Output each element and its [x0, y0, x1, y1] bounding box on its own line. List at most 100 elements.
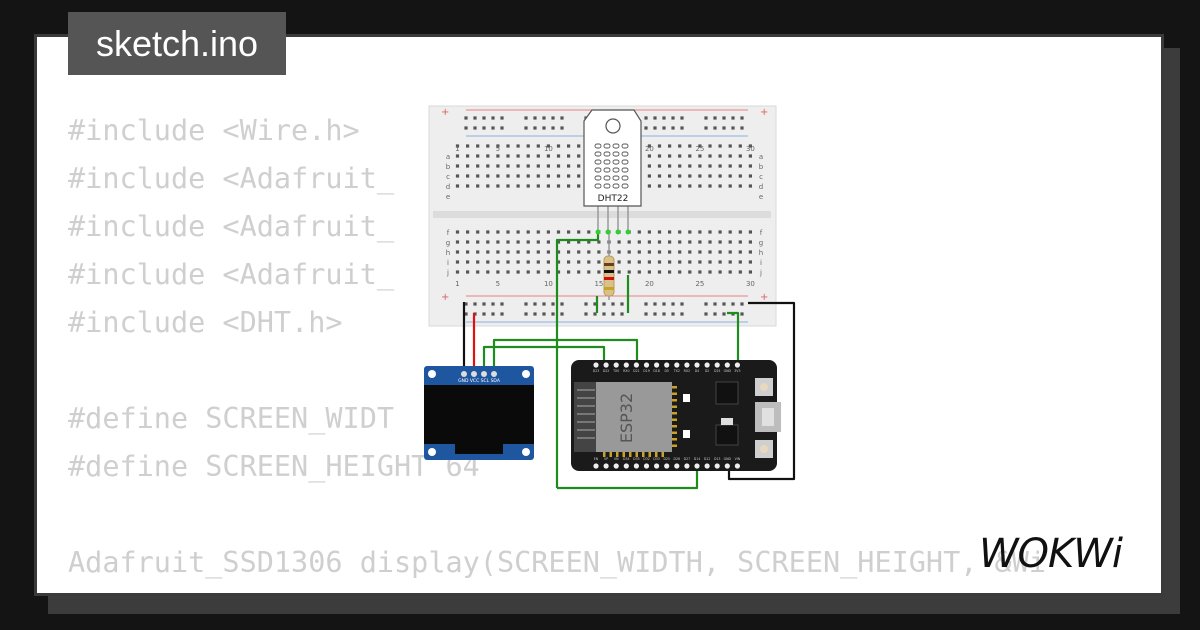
esp32-pin [724, 362, 730, 368]
sensor-grille-slot [603, 143, 611, 149]
rail-plus-label: + [760, 107, 768, 118]
breadboard-hole [486, 230, 490, 234]
esp32-pin-label: D26 [674, 457, 681, 461]
breadboard-hole [556, 240, 561, 244]
breadboard-hole [597, 270, 601, 274]
esp32-pin [734, 463, 741, 469]
rail-hole [731, 302, 735, 306]
breadboard-hole [688, 144, 692, 148]
breadboard-hole [536, 174, 540, 178]
breadboard-hole [668, 240, 672, 244]
breadboard-hole [476, 184, 480, 188]
breadboard-hole [516, 250, 520, 254]
breadboard-hole [496, 250, 500, 254]
breadboard-hole [708, 154, 712, 158]
row-letter: g [446, 239, 450, 247]
rail-hole [713, 302, 717, 306]
esp32-pin [633, 362, 640, 368]
module-pad [672, 399, 677, 402]
rail-hole [671, 302, 675, 306]
breadboard-hole [476, 260, 480, 264]
breadboard-hole [668, 270, 672, 274]
breadboard-hole [647, 250, 651, 254]
rail-hole [524, 126, 528, 130]
breadboard-hole [728, 260, 732, 264]
breadboard-hole [567, 184, 571, 188]
rail-hole [533, 302, 537, 306]
breadboard-hole [668, 154, 672, 158]
breadboard-hole [587, 240, 591, 244]
esp32-pin-label: RX0 [623, 369, 629, 373]
breadboard-hole [546, 270, 550, 274]
esp32-pin [654, 463, 660, 469]
rail-hole [662, 312, 666, 316]
esp32-pin-label: VIN [735, 457, 741, 461]
breadboard-hole [496, 260, 500, 264]
breadboard-hole [738, 174, 742, 178]
breadboard-hole [516, 184, 520, 188]
esp32-pin [734, 362, 741, 368]
module-pad [622, 452, 625, 457]
breadboard-hole [728, 240, 732, 244]
column-number: 5 [496, 145, 500, 153]
breadboard-hole [688, 250, 692, 254]
rail-hole [671, 312, 675, 316]
rail-hole [491, 126, 495, 130]
breadboard-hole [556, 184, 561, 188]
rail-hole [722, 126, 726, 130]
breadboard-hole [718, 260, 722, 264]
code-line: #include <Adafruit_ [68, 258, 395, 291]
breadboard-hole [597, 250, 601, 254]
row-letter: g [759, 239, 763, 247]
module-pad [672, 438, 677, 441]
breadboard-hole [688, 154, 692, 158]
esp32-pin [704, 362, 710, 368]
file-name-tab[interactable]: sketch.ino [68, 12, 286, 75]
breadboard-hole [657, 240, 662, 244]
breadboard-hole [496, 144, 500, 148]
breadboard-hole [617, 270, 621, 274]
breadboard-hole [718, 230, 722, 234]
rail-hole [524, 302, 528, 306]
rail-hole [542, 126, 546, 130]
breadboard-hole [496, 270, 500, 274]
breadboard-hole [738, 164, 742, 168]
breadboard-hole [526, 260, 530, 264]
esp32-pin [714, 463, 720, 469]
breadboard-hole [556, 270, 561, 274]
breadboard-hole [698, 260, 702, 264]
module-pad [616, 452, 619, 457]
esp32-pin [593, 362, 599, 368]
breadboard-hole [577, 184, 581, 188]
breadboard-hole [536, 250, 540, 254]
rail-hole [680, 126, 684, 130]
esp32-label: ESP32 [617, 393, 636, 443]
breadboard-hole [455, 164, 460, 168]
module-pad [672, 418, 677, 421]
rail-hole [551, 302, 555, 306]
esp32-pin-label: VN [614, 457, 619, 461]
esp32-pin [643, 463, 650, 469]
breadboard-hole [708, 144, 712, 148]
breadboard-hole [455, 154, 460, 158]
breadboard-hole [657, 164, 662, 168]
rail-hole [464, 302, 468, 306]
module-pad [672, 431, 677, 434]
breadboard-hole [748, 240, 752, 244]
breadboard-hole [718, 154, 722, 158]
row-letter: c [446, 173, 450, 181]
breadboard-hole [567, 164, 571, 168]
breadboard-hole [567, 230, 571, 234]
column-number: 20 [645, 145, 654, 153]
sensor-grille-slot [594, 143, 602, 149]
module-pad [672, 412, 677, 415]
breadboard-hole [718, 184, 722, 188]
column-number: 10 [544, 145, 553, 153]
breadboard-hole [657, 174, 662, 178]
column-number: 1 [455, 280, 459, 288]
rail-hole [713, 126, 717, 130]
code-line: #include <DHT.h> [68, 306, 343, 339]
breadboard-hole [536, 164, 540, 168]
breadboard-hole [546, 240, 550, 244]
sensor-grille-slot [594, 151, 602, 157]
